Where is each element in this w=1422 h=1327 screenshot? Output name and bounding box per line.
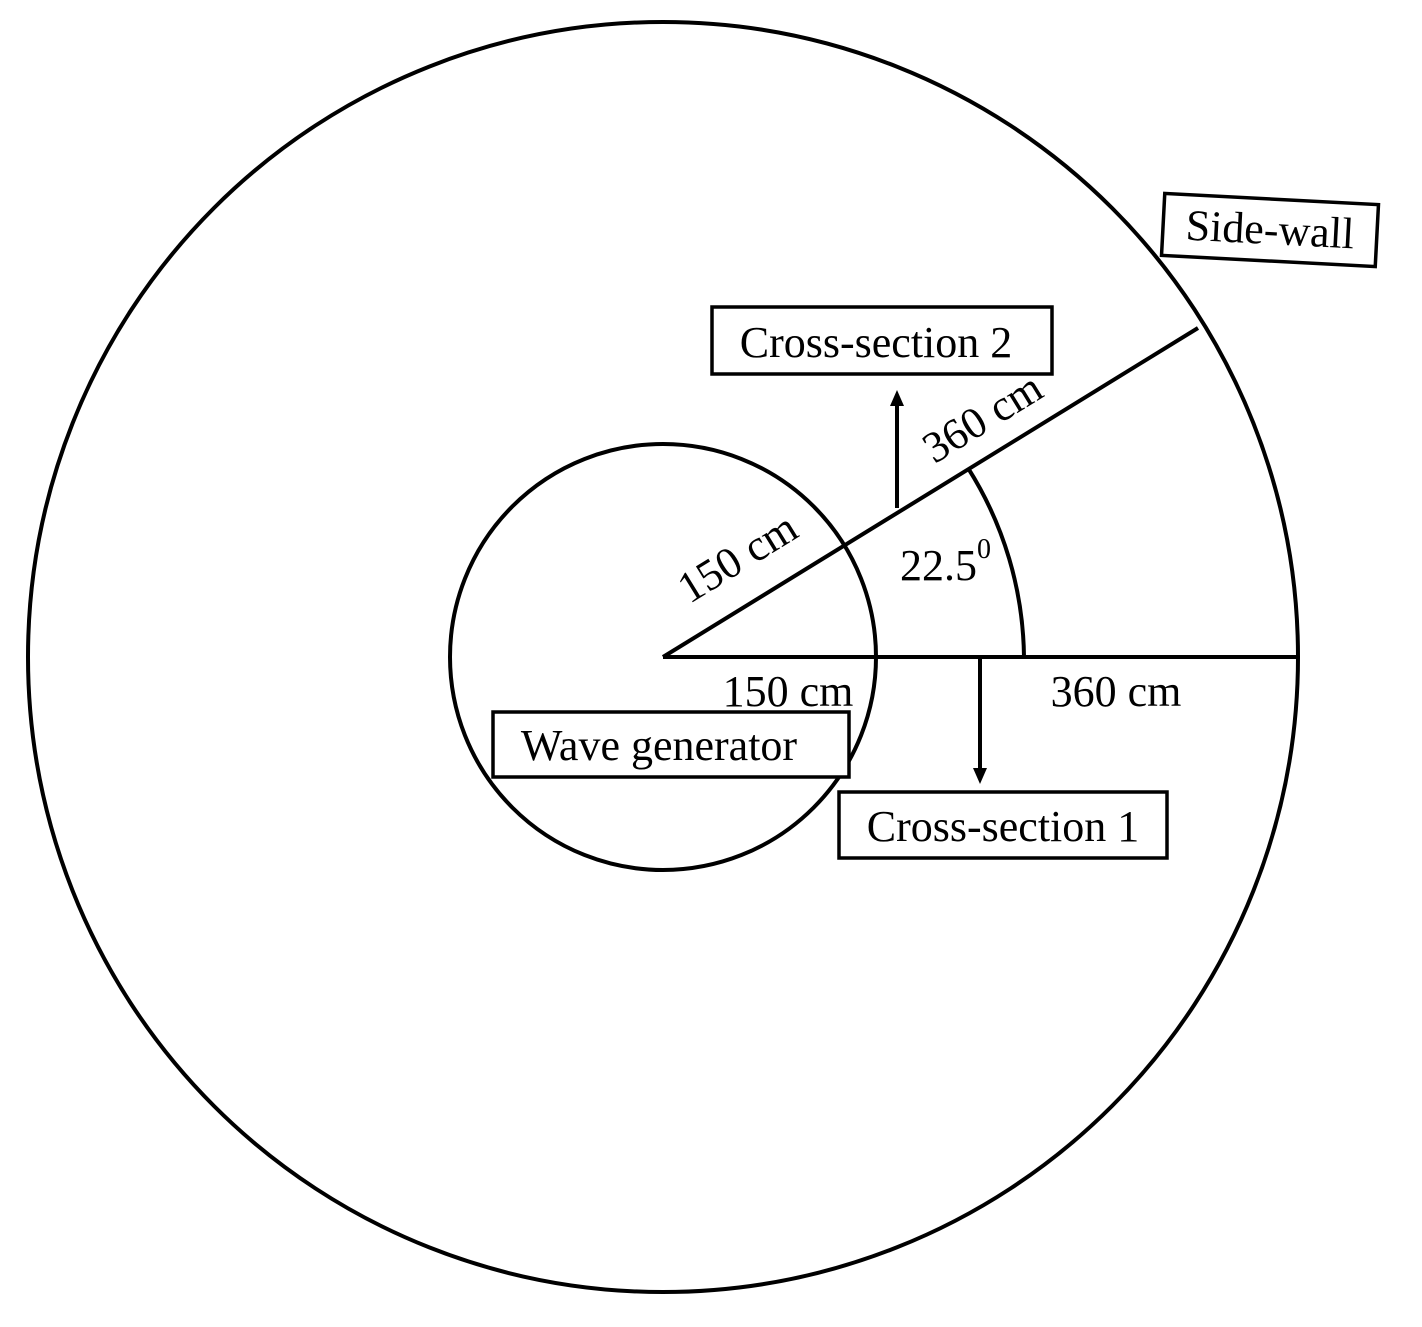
side-wall-label: Side-wall bbox=[1159, 191, 1381, 269]
dimension-outer-lower: 360 cm bbox=[1051, 667, 1182, 716]
angle-arc bbox=[966, 466, 1026, 658]
side-wall-text: Side-wall bbox=[1185, 201, 1356, 259]
angle-label: 22.50 bbox=[900, 534, 991, 590]
wave-generator-label: Wave generator bbox=[491, 710, 851, 779]
angle-degree: 0 bbox=[977, 534, 991, 565]
dimension-inner-lower: 150 cm bbox=[723, 667, 854, 716]
cross-section-2-label: Cross-section 2 bbox=[710, 305, 1054, 376]
cross-section-2-arrowhead bbox=[890, 390, 904, 406]
cross-section-1-text: Cross-section 1 bbox=[867, 802, 1140, 851]
wave-generator-text: Wave generator bbox=[521, 721, 798, 770]
dimension-outer-upper: 360 cm bbox=[914, 363, 1051, 473]
cross-section-1-arrowhead bbox=[973, 768, 987, 784]
inclined-radius-line bbox=[661, 326, 1200, 659]
dimension-inner-upper: 150 cm bbox=[669, 503, 806, 613]
outer-tank-circle bbox=[26, 20, 1300, 1294]
cross-section-2-text: Cross-section 2 bbox=[740, 318, 1013, 367]
cross-section-1-label: Cross-section 1 bbox=[837, 790, 1169, 860]
angle-value: 22.5 bbox=[900, 541, 977, 590]
